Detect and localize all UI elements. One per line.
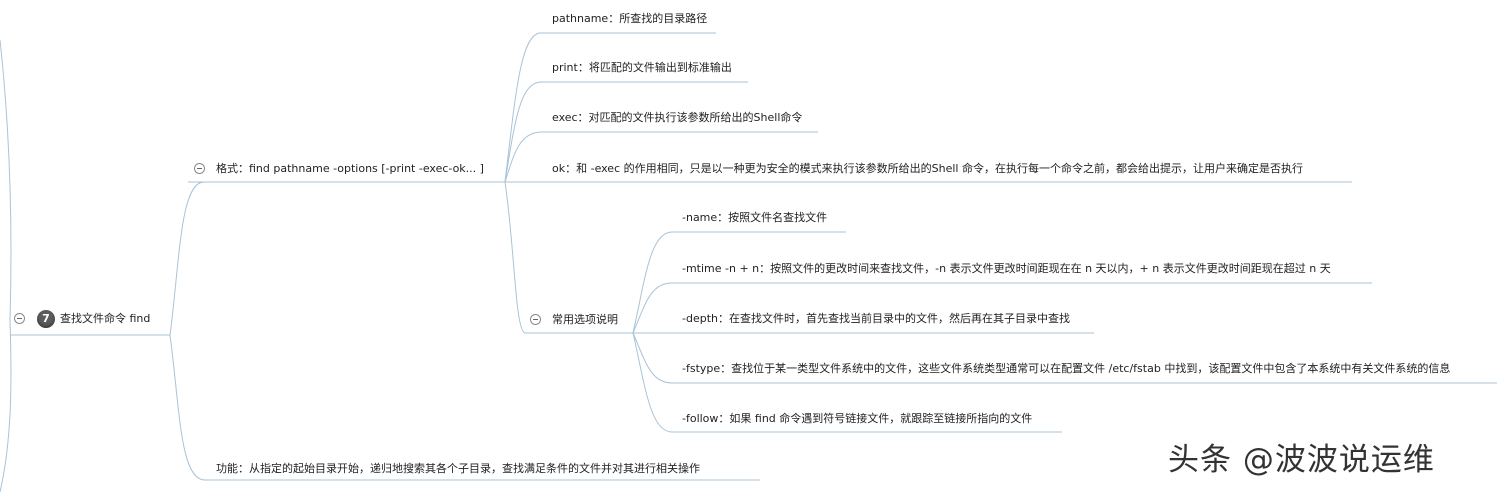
node-pathname[interactable]: pathname：所查找的目录路径 [552, 12, 708, 25]
node-option-follow[interactable]: -follow：如果 find 命令遇到符号链接文件，就跟踪至链接所指向的文件 [682, 412, 1033, 425]
node-root[interactable]: 查找文件命令 find [60, 312, 151, 325]
connector-options-mtime [632, 282, 673, 334]
node-exec[interactable]: exec：对匹配的文件执行该参数所给出的Shell命令 [552, 111, 803, 124]
connector-trunk [0, 39, 12, 492]
collapse-toggle-options[interactable] [530, 314, 541, 325]
collapse-toggle-root[interactable] [14, 313, 25, 324]
connector-format-print [504, 81, 541, 183]
connector-options-name [632, 231, 673, 334]
connector-format-exec [504, 131, 541, 183]
node-print[interactable]: print：将匹配的文件输出到标准输出 [552, 61, 732, 74]
node-format[interactable]: 格式：find pathname -options [-print -exec-… [216, 162, 484, 175]
connector-format-pathname [504, 32, 541, 183]
node-option-name[interactable]: -name：按照文件名查找文件 [682, 211, 828, 224]
node-option-mtime[interactable]: -mtime -n + n：按照文件的更改时间来查找文件，-n 表示文件更改时间… [682, 262, 1331, 275]
node-function[interactable]: 功能：从指定的起始目录开始，递归地搜索其各个子目录，查找满足条件的文件并对其进行… [216, 462, 700, 475]
connector-format-options [504, 181, 526, 334]
connector-root-format [169, 181, 206, 336]
priority-badge: 7 [37, 310, 55, 328]
node-option-fstype[interactable]: -fstype：查找位于某一类型文件系统中的文件，这些文件系统类型通常可以在配置… [682, 362, 1451, 375]
connector-options-fstype [632, 332, 673, 384]
node-ok[interactable]: ok：和 -exec 的作用相同，只是以一种更为安全的模式来执行该参数所给出的S… [552, 162, 1303, 175]
connector-options-follow [632, 332, 673, 433]
connector-root-function [169, 334, 206, 481]
node-option-depth[interactable]: -depth：在查找文件时，首先查找当前目录中的文件，然后再在其子目录中查找 [682, 312, 1070, 325]
node-options[interactable]: 常用选项说明 [552, 313, 618, 326]
collapse-toggle-format[interactable] [194, 163, 205, 174]
watermark: 头条 @波波说运维 [1168, 442, 1435, 478]
